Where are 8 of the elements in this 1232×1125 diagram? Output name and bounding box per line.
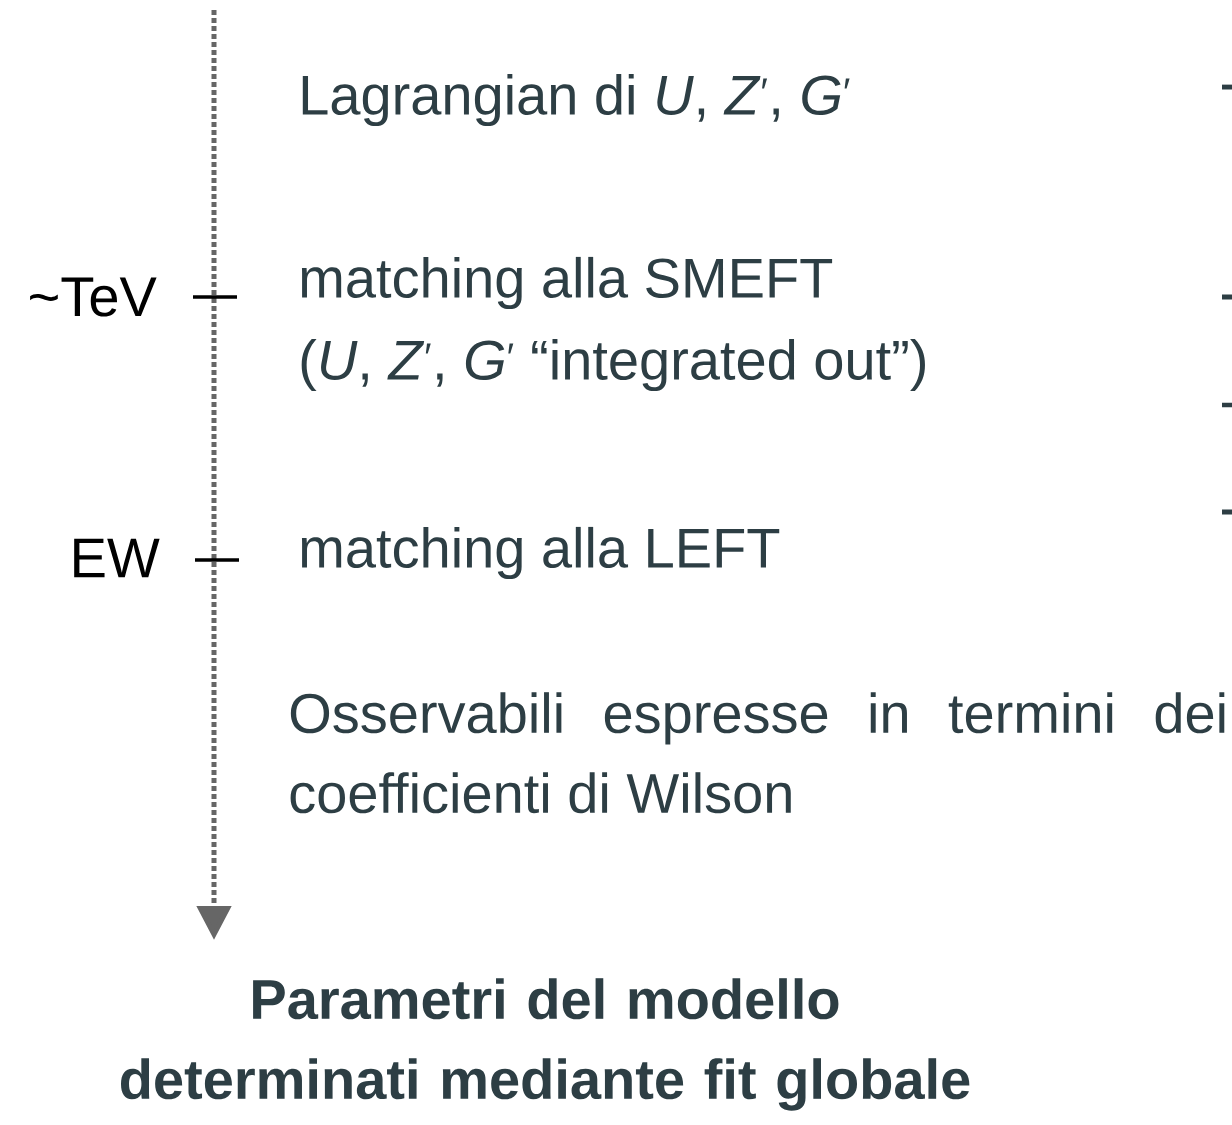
text-label: (U, Z$^{′}$, G$^{′}$ “integrated out”) (301, 338, 925, 392)
text-label: Parametri del modello determinati mediante fit globale (121, 978, 970, 1111)
text-label: Lagrangian di U, Z$^{′}$, G$^{′}$ (302, 73, 850, 127)
text-label: EW (74, 538, 160, 578)
text-label: ~TeV (30, 277, 157, 317)
text-label: matching alla LEFT (301, 526, 780, 580)
text-label: matching alla SMEFT (301, 256, 833, 310)
text-label: Osservabili espresse in termini dei coefficienti di Wilson (290, 692, 1225, 814)
